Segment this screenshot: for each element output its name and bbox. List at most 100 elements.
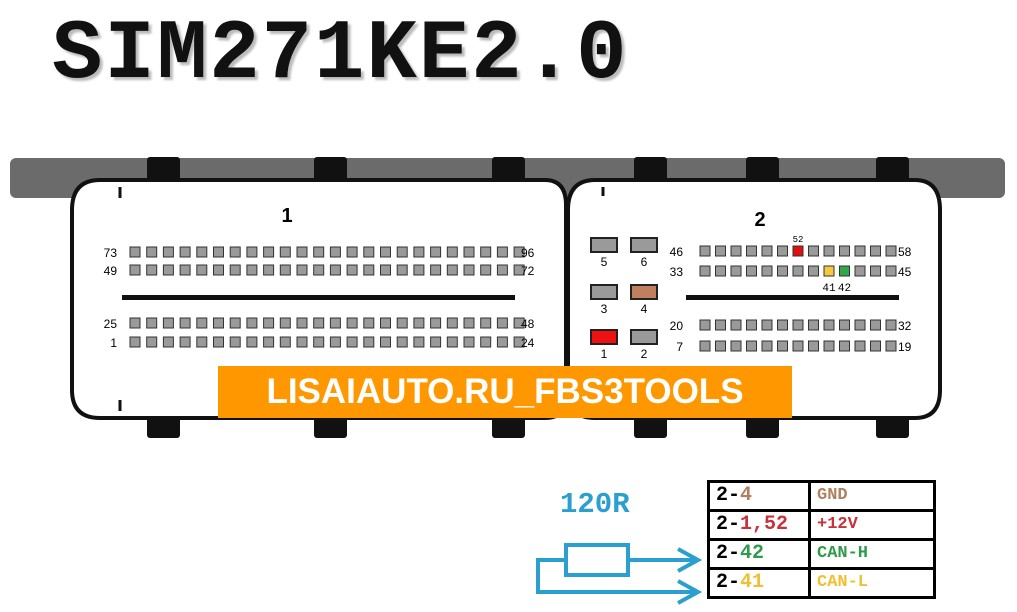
pin <box>380 336 391 348</box>
arrow-right-icon <box>628 547 703 573</box>
pin <box>313 317 325 329</box>
pin <box>129 264 141 276</box>
pin <box>792 319 804 331</box>
pin <box>396 317 408 329</box>
pin <box>229 264 241 276</box>
pin <box>496 246 508 258</box>
pin <box>746 340 757 352</box>
pin <box>761 245 773 257</box>
pin <box>196 336 208 348</box>
pin-row-end-label: 32 <box>898 319 912 333</box>
pin <box>162 264 174 276</box>
pin <box>380 264 391 276</box>
pin <box>715 319 726 331</box>
pin <box>715 265 726 277</box>
pin <box>246 317 258 329</box>
pin-row-end-label: 58 <box>898 245 912 259</box>
power-pin-label: 1 <box>601 347 608 361</box>
pin <box>363 317 375 329</box>
pin <box>854 245 866 257</box>
pin <box>496 317 508 329</box>
pin <box>430 264 442 276</box>
pin <box>313 246 325 258</box>
pin <box>329 317 341 329</box>
pin <box>761 340 773 352</box>
pin <box>777 265 788 277</box>
pin <box>430 317 442 329</box>
pin-42 <box>839 265 850 277</box>
pin <box>839 340 850 352</box>
power-pin-1 <box>590 329 618 345</box>
pin <box>730 340 742 352</box>
pin <box>363 264 375 276</box>
pin <box>413 336 425 348</box>
pin <box>279 317 291 329</box>
pin <box>129 336 141 348</box>
pin <box>823 245 835 257</box>
pin <box>396 264 408 276</box>
signal-cell: +12V <box>808 509 936 541</box>
pin <box>513 264 525 276</box>
connector-1-divider <box>122 295 515 300</box>
connector-2-label: 2 <box>754 209 765 231</box>
pin-row-end-label: 48 <box>521 317 535 331</box>
pin <box>246 264 258 276</box>
pin <box>839 245 850 257</box>
power-pin-3 <box>590 284 618 300</box>
pin-row-end-label: 72 <box>521 264 535 278</box>
pin <box>699 319 711 331</box>
pin <box>279 336 291 348</box>
pin-cell: 2-41 <box>707 567 811 599</box>
pin <box>885 340 897 352</box>
pin <box>777 319 788 331</box>
pin <box>430 246 442 258</box>
power-pin-4 <box>630 284 658 300</box>
pin <box>213 336 224 348</box>
pin-row-end-label: 96 <box>521 246 535 260</box>
pin <box>870 265 881 277</box>
pin <box>229 317 241 329</box>
pin <box>329 246 341 258</box>
pin <box>480 264 492 276</box>
pin <box>463 336 475 348</box>
pin <box>792 265 804 277</box>
page-title: SIM271KE2.0 <box>52 8 629 103</box>
pin <box>146 264 158 276</box>
pin <box>179 264 191 276</box>
power-pin-label: 3 <box>601 302 608 316</box>
power-pin-label: 2 <box>641 347 648 361</box>
pin <box>761 319 773 331</box>
pin-row-start-label: 7 <box>676 340 683 354</box>
pin <box>730 319 742 331</box>
power-pin-2 <box>630 329 658 345</box>
pin <box>446 264 458 276</box>
pin <box>746 245 757 257</box>
pin-number-label-52: 52 <box>793 235 804 245</box>
pin <box>777 245 788 257</box>
pin <box>146 317 158 329</box>
connector-1-label: 1 <box>281 205 292 227</box>
pin-row-start-label: 20 <box>670 319 684 333</box>
pin <box>263 264 275 276</box>
pin <box>513 246 525 258</box>
pin <box>396 246 408 258</box>
pin-number: 1,52 <box>740 513 789 536</box>
pin <box>346 264 358 276</box>
pin <box>715 245 726 257</box>
pin <box>808 319 819 331</box>
pin <box>777 340 788 352</box>
pin <box>792 340 804 352</box>
pin <box>229 246 241 258</box>
pin <box>870 319 881 331</box>
pin <box>346 246 358 258</box>
pin <box>279 246 291 258</box>
pin <box>730 245 742 257</box>
pin-row-end-label: 19 <box>898 340 912 354</box>
power-pin-label: 6 <box>641 255 648 269</box>
connector-prefix: 2- <box>716 571 741 594</box>
